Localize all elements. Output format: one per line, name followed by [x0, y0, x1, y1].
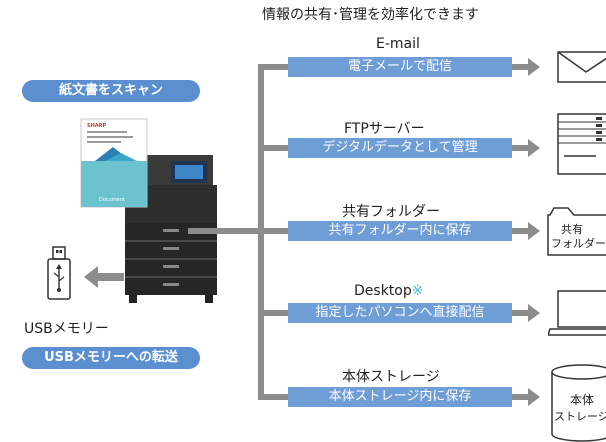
- arrow-head: [528, 58, 540, 76]
- branch-line: [512, 228, 530, 234]
- usb-stick-icon: [47, 246, 71, 300]
- dest-title-desktop: Desktop※: [354, 283, 423, 299]
- dest-title-storage: 本体ストレージ: [342, 369, 440, 385]
- arrow-head: [528, 139, 540, 157]
- dest-bar-desktop: 指定したパソコンへ直接配信: [288, 303, 512, 323]
- document-brand: SHARP: [87, 123, 107, 129]
- folder-icon-text: フォルダー: [551, 236, 606, 250]
- note-mark: ※: [411, 283, 424, 299]
- copier-illustration: SHARP Document: [80, 118, 217, 303]
- storage-icon: 本体 ストレージ: [551, 364, 606, 442]
- folder-icon-text: 共有: [561, 222, 583, 236]
- folder-icon: 共有 フォルダー: [547, 207, 606, 256]
- branch-line: [258, 310, 290, 316]
- document-caption: Document: [99, 197, 125, 203]
- dest-title-ftp: FTPサーバー: [344, 121, 425, 137]
- usb-name-label: USBメモリー: [24, 321, 109, 337]
- server-icon: [557, 113, 606, 175]
- branch-line: [258, 145, 290, 151]
- main-connector: [188, 228, 258, 234]
- scan-badge: 紙文書をスキャン: [22, 80, 200, 102]
- storage-icon-text: 本体: [570, 393, 594, 407]
- usb-transfer-badge: USBメモリーへの転送: [22, 347, 200, 369]
- dest-title-desktop-text: Desktop: [354, 283, 412, 299]
- arrow-head: [528, 388, 540, 406]
- branch-line: [512, 310, 530, 316]
- dest-bar-email: 電子メールで配信: [288, 57, 512, 77]
- arrow-head: [528, 222, 540, 240]
- branch-line: [258, 228, 290, 234]
- envelope-icon: [557, 51, 606, 83]
- dest-bar-shared-folder: 共有フォルダー内に保存: [288, 221, 512, 241]
- dest-bar-ftp: デジタルデータとして管理: [288, 138, 512, 158]
- arrow-head: [528, 304, 540, 322]
- branch-line: [512, 64, 530, 70]
- storage-icon-text: ストレージ: [554, 410, 606, 423]
- usb-arrow: [84, 266, 124, 288]
- branch-line: [258, 64, 290, 70]
- dest-bar-storage: 本体ストレージ内に保存: [288, 387, 512, 407]
- branch-line: [512, 394, 530, 400]
- branch-line: [258, 394, 290, 400]
- dest-title-email: E-mail: [376, 36, 420, 52]
- scanned-document: SHARP Document: [80, 118, 148, 208]
- branch-line: [512, 145, 530, 151]
- laptop-icon: [548, 290, 606, 336]
- header-title: 情報の共有･管理を効率化できます: [262, 7, 479, 23]
- dest-title-shared-folder: 共有フォルダー: [342, 204, 440, 220]
